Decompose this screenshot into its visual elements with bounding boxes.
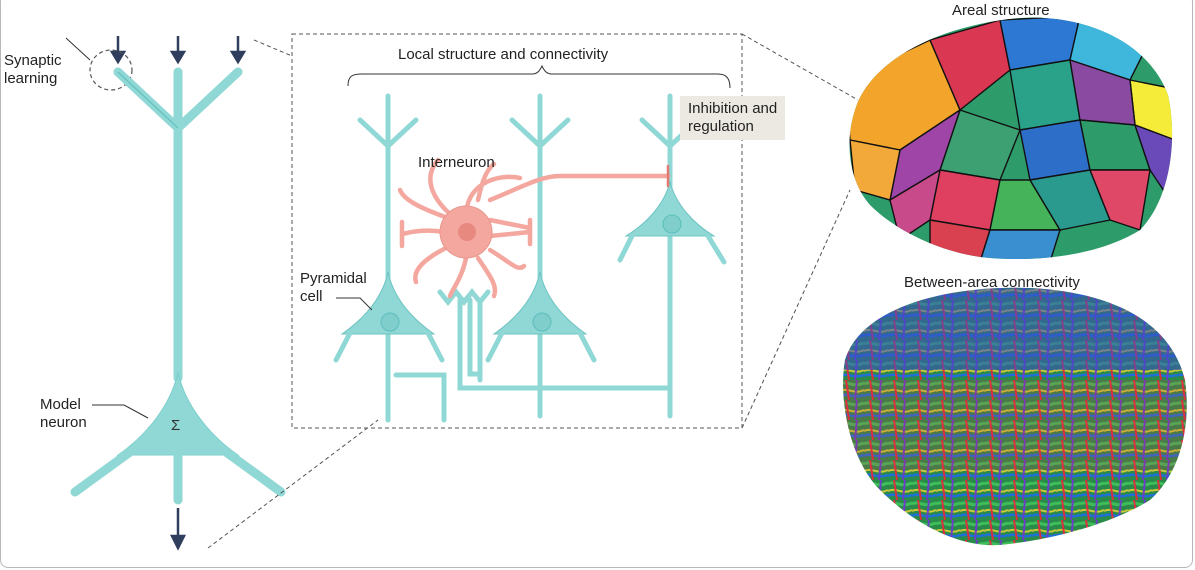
areal-structure-brain bbox=[849, 17, 1173, 260]
between-area-title: Between-area connectivity bbox=[904, 274, 1080, 291]
down-arrow-icon bbox=[229, 36, 247, 65]
areal-structure-title: Areal structure bbox=[952, 2, 1050, 19]
synapse-highlight-circle bbox=[89, 49, 133, 91]
connector-top bbox=[253, 39, 293, 57]
synaptic-learning-label: Synaptic learning bbox=[4, 52, 62, 87]
local-circuit-box bbox=[291, 33, 743, 429]
synaptic-leader bbox=[65, 37, 91, 61]
interneuron-label: Interneuron bbox=[418, 154, 495, 171]
local-structure-title: Local structure and connectivity bbox=[398, 46, 609, 63]
model-soma bbox=[116, 371, 240, 456]
sigma-symbol: Σ bbox=[171, 417, 180, 434]
model-dendrites bbox=[113, 67, 243, 383]
axon-connections bbox=[393, 287, 673, 423]
between-area-connectivity-brain bbox=[843, 287, 1187, 546]
pyramidal-leader bbox=[336, 297, 373, 311]
connector-right-bottom bbox=[741, 189, 851, 429]
down-arrow-icon bbox=[169, 508, 187, 551]
pyramidal-cell-label: Pyramidal cell bbox=[300, 270, 367, 305]
down-arrow-icon bbox=[169, 36, 187, 65]
pyramidal-cell-3 bbox=[617, 93, 727, 419]
inhibition-regulation-label: Inhibition and regulation bbox=[680, 96, 786, 140]
pyramidal-cell-2 bbox=[485, 93, 597, 419]
local-structure-bracket bbox=[347, 64, 731, 89]
connector-bottom bbox=[207, 419, 379, 549]
model-neuron-leader bbox=[92, 404, 149, 419]
connector-right-top bbox=[741, 33, 859, 101]
model-neuron: Σ bbox=[65, 36, 286, 551]
model-basal-dendrites bbox=[70, 447, 286, 505]
model-neuron-label: Model neuron bbox=[40, 396, 87, 431]
pyramidal-cell-1 bbox=[333, 93, 445, 423]
down-arrow-icon bbox=[109, 36, 127, 65]
interneuron bbox=[397, 157, 671, 299]
